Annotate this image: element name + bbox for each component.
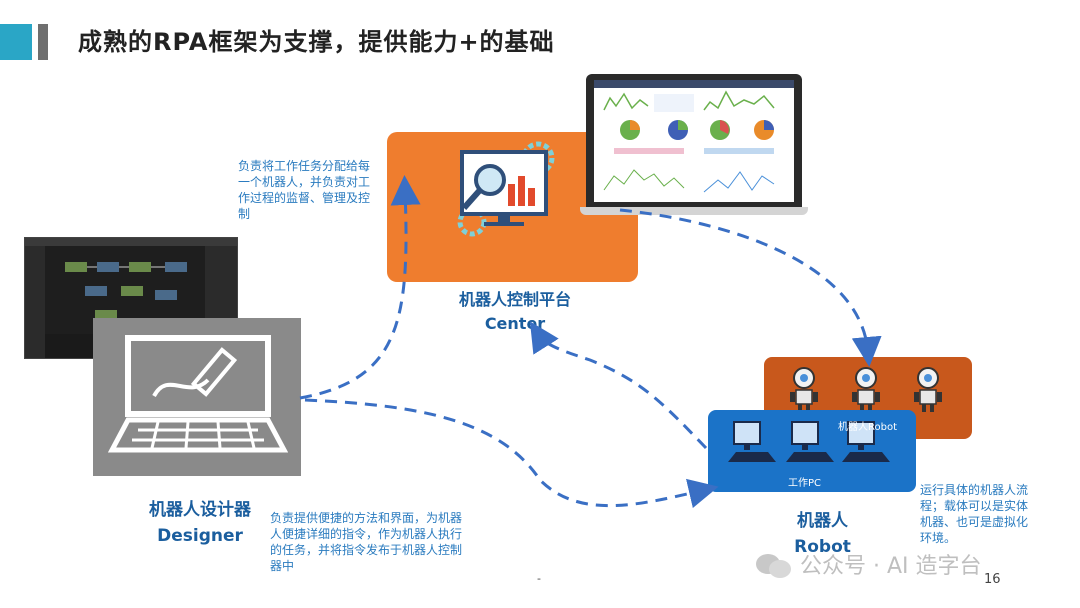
title-accent-bar [0,24,32,60]
robot-label: 机器人 Robot [770,508,875,560]
robot-box-label: 机器人Robot [838,422,898,433]
wechat-icon [756,554,791,578]
watermark-text: 公众号 · AI 造字台 [800,554,982,579]
laptop-base [580,207,808,215]
desktop-pc-icon-1 [728,421,776,462]
work-pc-label: 工作PC [788,478,822,489]
center-label-cn: 机器人控制平台 [458,290,571,309]
robot-icon-3 [914,367,942,412]
monitor-analytics-icon [457,141,555,237]
arrow-designer-to-pc [304,398,719,509]
laptop-screen [594,80,794,202]
page-title: 成熟的RPA框架为支撑，提供能力+的基础 [78,28,555,56]
laptop-pen-icon [108,335,288,453]
robot-description: 运行具体的机器人流程；载体可以是实体机器、也可是虚拟化环境。 [920,483,1029,545]
center-description: 负责将工作任务分配给每一个机器人，并负责对工作过程的监督、管理及控制 [238,159,371,221]
arrow-designer-to-center [299,175,421,400]
robot-label-cn: 机器人 [797,511,848,531]
footer-dash: - [537,572,541,585]
arrow-laptop-to-robots [619,208,882,367]
desktop-pc-icon-2 [786,421,834,462]
desktop-pc-icon-3 [842,421,890,462]
title-accent-bar-gray [38,24,48,60]
designer-label-en: Designer [157,526,243,546]
pc-icons [728,421,890,462]
designer-description: 负责提供便捷的方法和界面，为机器人便捷详细的指令，作为机器人执行的任务，并将指令… [270,511,463,573]
robot-icon-1 [790,367,818,412]
dashboard-preview-icon [594,80,794,193]
page-number: 16 [984,572,1001,587]
robot-icon-2 [852,367,880,412]
arrow-pc-to-center [529,321,708,450]
robot-label-en: Robot [794,537,851,557]
designer-label-cn: 机器人设计器 [149,500,251,520]
designer-label: 机器人设计器 Designer [120,497,280,549]
robot-icons [790,367,942,412]
